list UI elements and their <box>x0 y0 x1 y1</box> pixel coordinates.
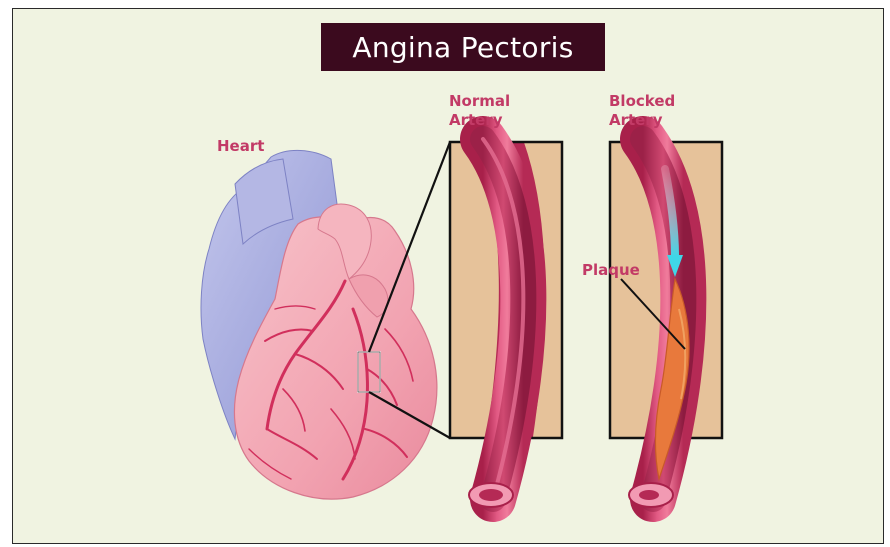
normal-artery-panel <box>450 109 562 529</box>
diagram-frame: Angina Pectoris Heart Normal Artery Bloc… <box>12 8 884 544</box>
blocked-artery-panel <box>610 139 722 507</box>
plaque-label: Plaque <box>582 261 640 280</box>
blocked-artery-label: Blocked Artery <box>609 92 675 130</box>
heart-label: Heart <box>217 137 264 156</box>
diagram-illustration <box>13 9 884 544</box>
diagram-title: Angina Pectoris <box>321 23 605 71</box>
normal-artery-label: Normal Artery <box>449 92 510 130</box>
heart-illustration <box>201 150 437 499</box>
